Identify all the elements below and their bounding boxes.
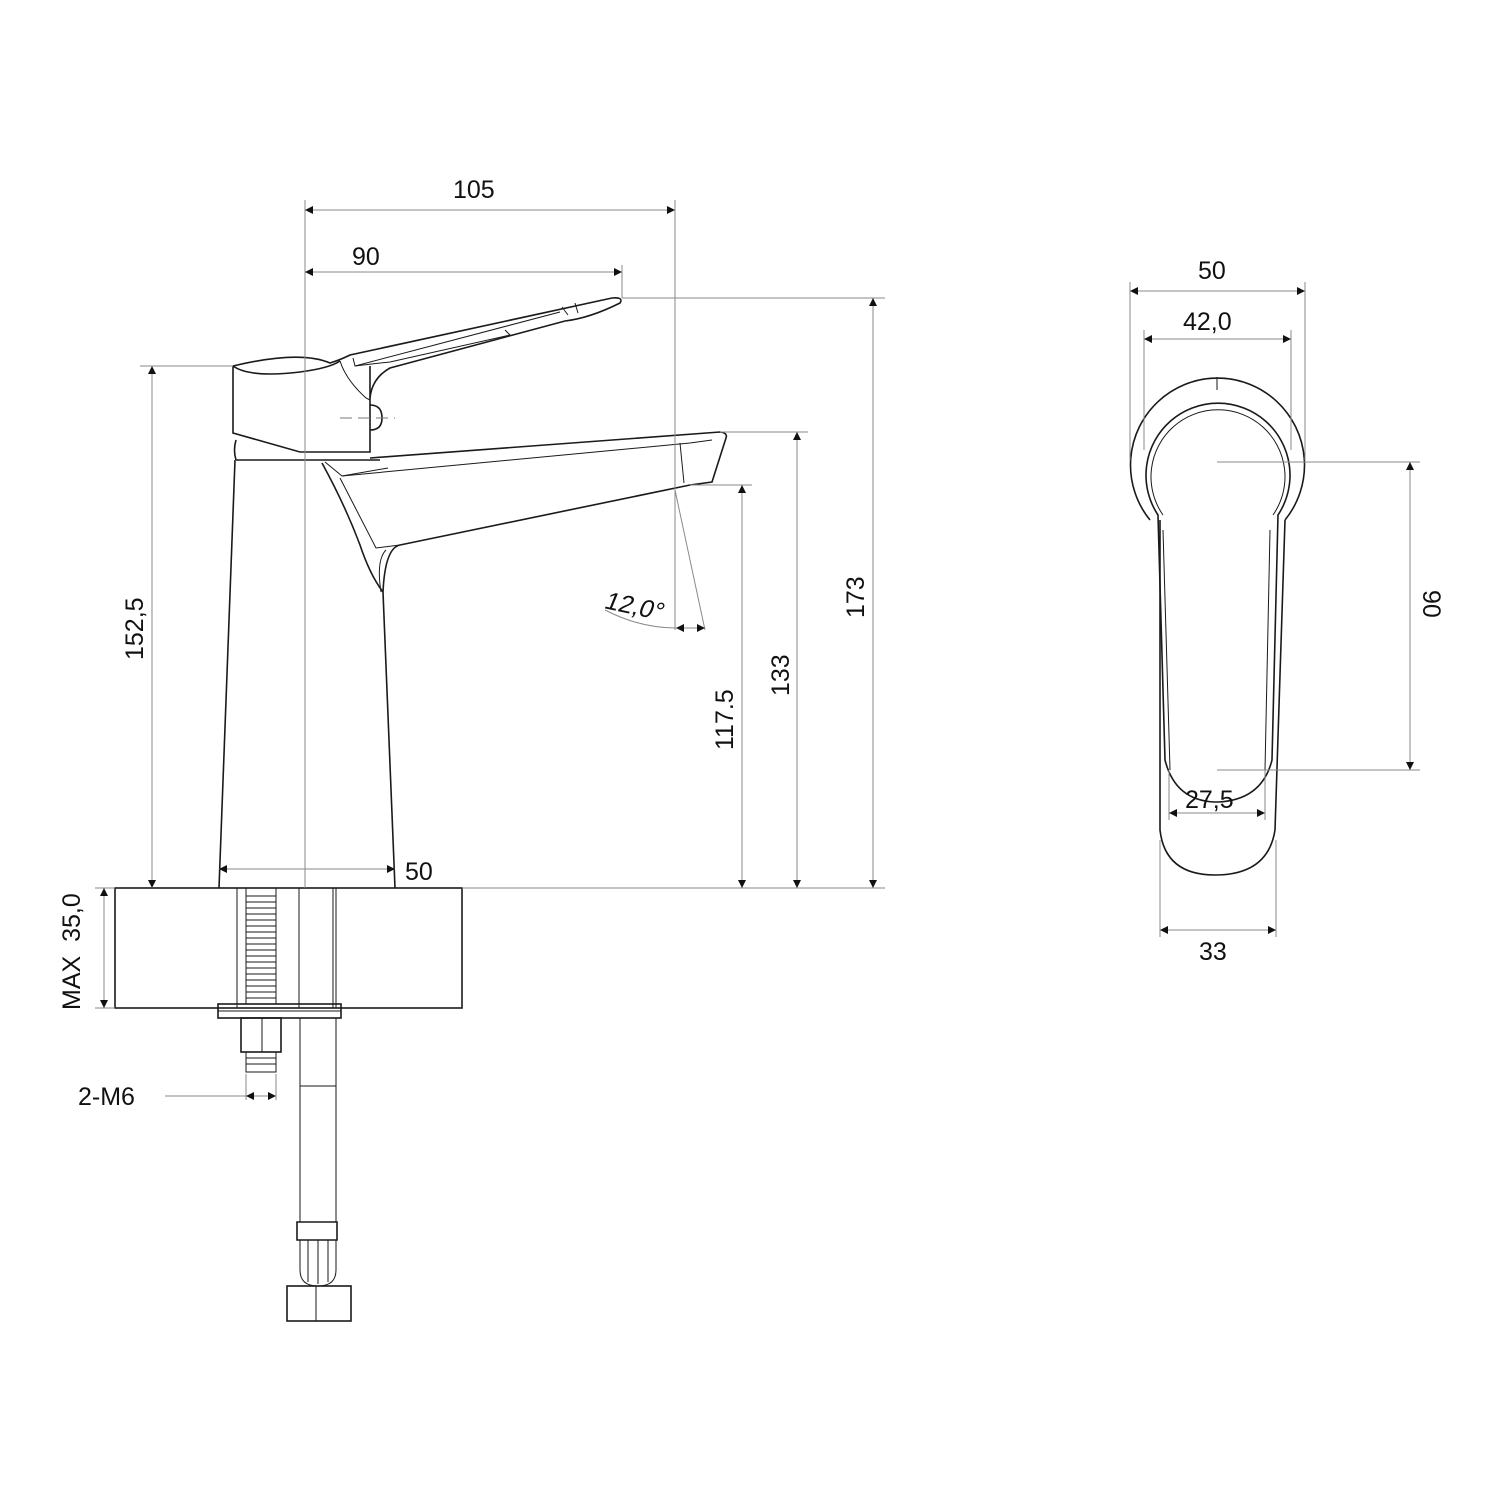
spout (321, 431, 728, 593)
overall-reach-label: 105 (453, 176, 495, 204)
lever-handle (232, 297, 622, 453)
lever-head-width-label: 42,0 (1183, 308, 1232, 336)
side-view: 105 90 152,5 117.5 133 173 (58, 176, 885, 1322)
dim-lever-head-width: 42,0 (1144, 308, 1291, 343)
dim-overall-height: 173 (842, 298, 877, 888)
dim-spout-height: 133 (767, 432, 801, 888)
spout-top-outline (1145, 402, 1291, 803)
mounting-thread-label: 2-M6 (78, 1083, 135, 1111)
overall-height-label: 173 (842, 576, 870, 618)
aerator-height-label: 117.5 (711, 689, 739, 750)
dim-spout-tip-width: 33 (1160, 926, 1276, 966)
dim-mounting-thread: 2-M6 (78, 1074, 277, 1111)
dim-center-to-aerator: 90 (1406, 462, 1445, 770)
dim-spout-tip-inner-width: 27,5 (1169, 786, 1265, 817)
outer-width-label: 50 (1198, 257, 1226, 285)
spout-angle-label: 12,0° (601, 587, 669, 625)
countertop-section (114, 887, 463, 1009)
spout-tip-inner-width-label: 27,5 (1185, 786, 1234, 814)
faucet-body (218, 439, 396, 889)
top-view: 50 42,0 27,5 33 90 (1129, 257, 1445, 966)
dim-spout-angle: 12,0° (601, 587, 705, 632)
dim-base-diameter: 50 (219, 858, 433, 886)
dim-body-height: 152,5 (121, 366, 156, 888)
center-to-aerator-label: 90 (1417, 590, 1445, 618)
dim-lever-reach: 90 (305, 243, 622, 276)
dim-max-deck-thickness: MAX 35,0 (58, 888, 108, 1010)
dim-overall-reach: 105 (305, 176, 675, 214)
base-diameter-label: 50 (405, 858, 433, 886)
max-deck-thickness-label: MAX 35,0 (58, 893, 86, 1010)
mounting-hardware (217, 1003, 342, 1073)
dim-outer-width: 50 (1130, 257, 1305, 295)
lever-reach-label: 90 (352, 243, 380, 271)
dim-aerator-height: 117.5 (711, 485, 746, 888)
spout-height-label: 133 (767, 654, 795, 696)
supply-hose (286, 1018, 352, 1322)
threaded-rod (245, 888, 277, 1004)
spout-tip-width-label: 33 (1199, 938, 1227, 966)
extension-lines (95, 200, 885, 1009)
spout-body-outline (1159, 519, 1286, 876)
body-height-label: 152,5 (121, 597, 149, 660)
